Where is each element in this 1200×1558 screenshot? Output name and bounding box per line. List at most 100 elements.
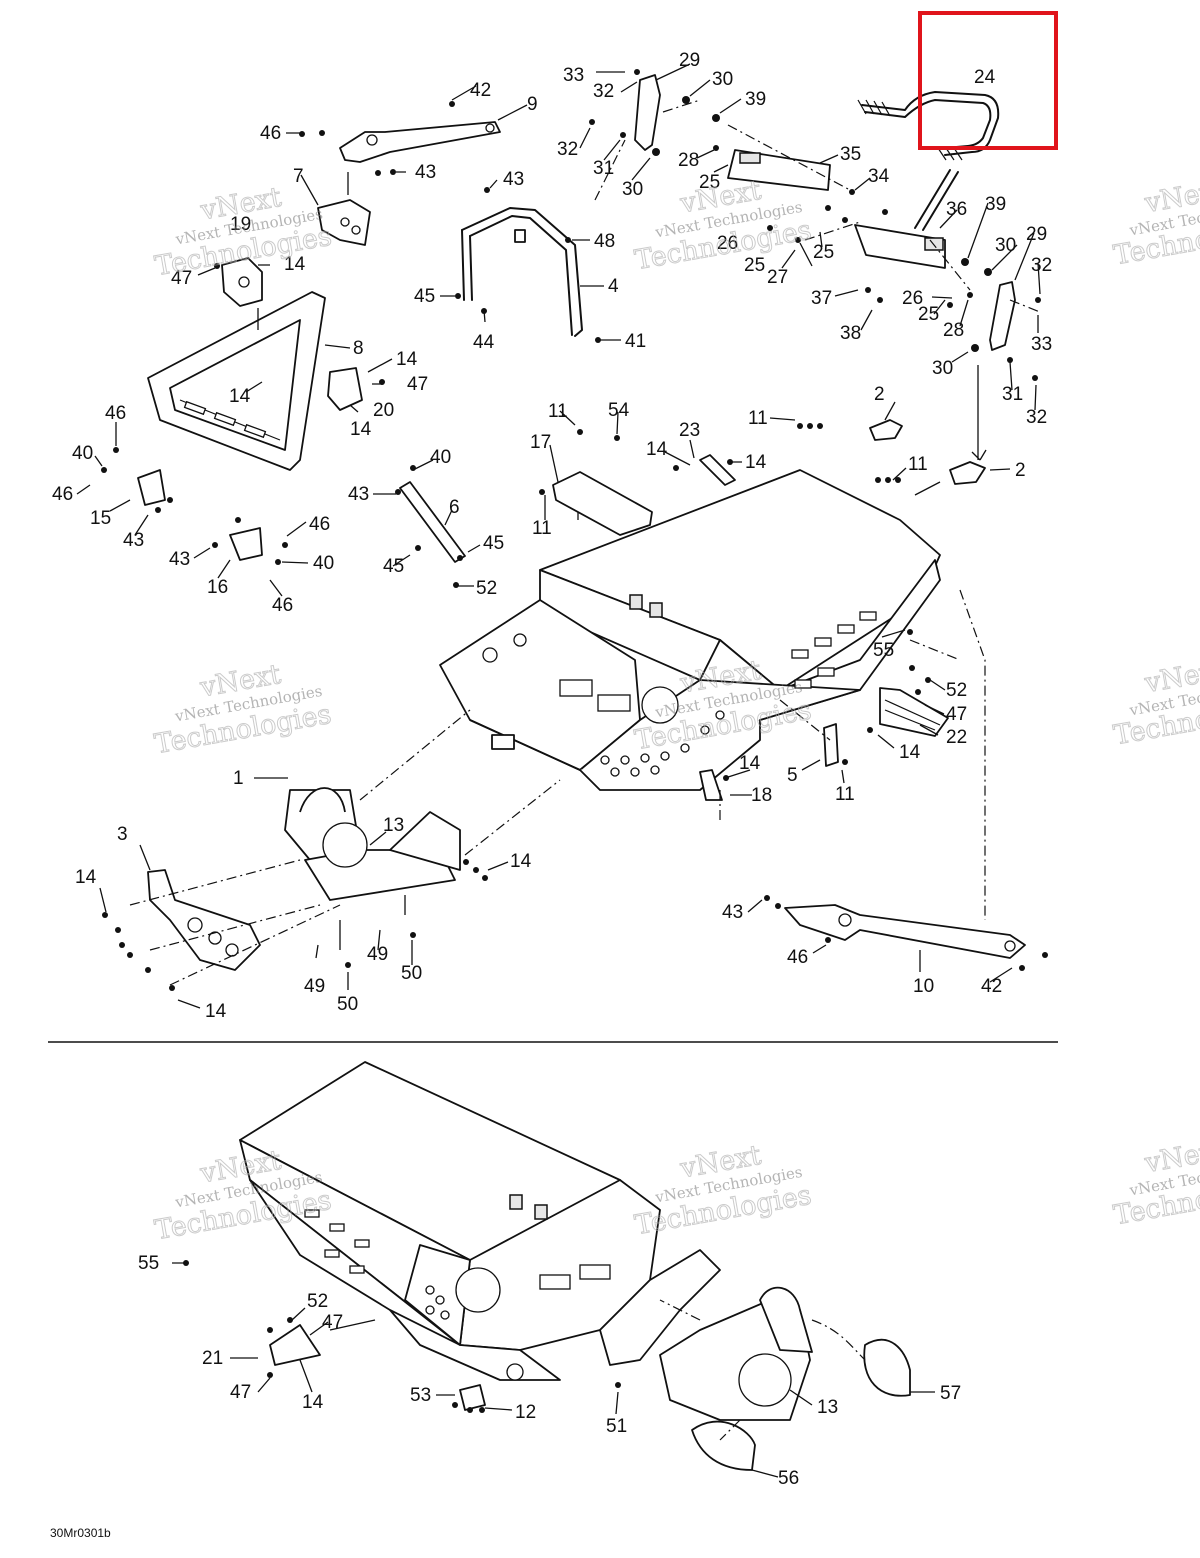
- callout-14: 14: [350, 419, 372, 440]
- callout-14: 14: [899, 742, 921, 763]
- callout-31: 31: [593, 158, 614, 179]
- callout-40: 40: [430, 447, 451, 468]
- callout-41: 41: [625, 331, 646, 352]
- part-1-mount: [284, 787, 461, 901]
- callout-14: 14: [646, 439, 668, 460]
- callout-39: 39: [985, 194, 1006, 215]
- highlight-box: 24: [918, 11, 1058, 150]
- callout-4: 4: [608, 276, 619, 297]
- callout-18: 18: [751, 785, 772, 806]
- part-10-arm: [784, 904, 1026, 959]
- main-frame-tunnel: [439, 469, 941, 791]
- callout-45: 45: [383, 556, 404, 577]
- callout-11: 11: [532, 518, 552, 539]
- callout-43: 43: [503, 169, 524, 190]
- callout-47: 47: [322, 1312, 343, 1333]
- part-18-bracket: [699, 769, 723, 801]
- callout-47: 47: [407, 374, 428, 395]
- callout-57: 57: [940, 1383, 961, 1404]
- callout-55: 55: [873, 640, 894, 661]
- callout-20: 20: [373, 400, 394, 421]
- part-2-clip-upper: [869, 419, 903, 441]
- callout-25: 25: [699, 172, 720, 193]
- callout-14: 14: [745, 452, 767, 473]
- alignment-lines-upper: [129, 99, 1041, 986]
- callout-39: 39: [745, 89, 766, 110]
- callout-15: 15: [90, 508, 111, 529]
- drawing-code: 30Mr0301b: [50, 1526, 111, 1540]
- callout-40: 40: [72, 443, 93, 464]
- part-2-clip-lower: [949, 461, 986, 485]
- callout-26: 26: [902, 288, 923, 309]
- callout-12: 12: [515, 1402, 536, 1423]
- callout-30: 30: [932, 358, 953, 379]
- part-7-bracket: [317, 199, 371, 246]
- callout-9: 9: [527, 94, 538, 115]
- part-20-bracket: [327, 367, 363, 411]
- callout-26: 26: [717, 233, 738, 254]
- callout-52: 52: [476, 578, 497, 599]
- callout-35: 35: [840, 144, 861, 165]
- part-35-plate: [727, 149, 831, 191]
- callout-6: 6: [449, 497, 460, 518]
- callout-48: 48: [594, 231, 615, 252]
- callout-47: 47: [230, 1382, 251, 1403]
- callout-13: 13: [383, 815, 404, 836]
- callout-47: 47: [946, 704, 967, 725]
- part-5-bracket: [823, 723, 839, 767]
- callout-1: 1: [233, 768, 244, 789]
- callout-21: 21: [202, 1348, 223, 1369]
- callout-42: 42: [981, 976, 1002, 997]
- callout-46: 46: [260, 123, 281, 144]
- callout-51: 51: [606, 1416, 627, 1437]
- part-9-arm: [339, 121, 501, 163]
- callout-32: 32: [1026, 407, 1047, 428]
- callout-11: 11: [908, 454, 928, 475]
- callout-3: 3: [117, 824, 128, 845]
- callout-24: 24: [974, 67, 996, 88]
- callout-30: 30: [712, 69, 733, 90]
- callout-25: 25: [918, 304, 939, 325]
- callout-34: 34: [868, 166, 890, 187]
- callout-36: 36: [946, 199, 967, 220]
- callout-32: 32: [557, 139, 578, 160]
- callout-43: 43: [169, 549, 190, 570]
- callout-38: 38: [840, 323, 861, 344]
- callout-25: 25: [813, 242, 834, 263]
- callout-13: 13: [817, 1397, 838, 1418]
- callout-30: 30: [995, 235, 1016, 256]
- fasteners-upper: [101, 69, 1048, 991]
- part-15-bracket: [137, 469, 166, 506]
- column-rod: [914, 169, 959, 231]
- part-4-hoop: [461, 207, 583, 337]
- callout-53: 53: [410, 1385, 431, 1406]
- callout-2: 2: [1015, 460, 1026, 481]
- callout-31: 31: [1002, 384, 1023, 405]
- callout-54: 54: [608, 400, 630, 421]
- part-29-lever-left: [634, 74, 661, 151]
- callout-2: 2: [874, 384, 885, 405]
- callout-50: 50: [337, 994, 358, 1015]
- callout-43: 43: [123, 530, 144, 551]
- callout-29: 29: [1026, 224, 1047, 245]
- callout-46: 46: [105, 403, 126, 424]
- callout-labels: 33 29 32 30 39 32 31 30 28 25 35 34 36 3…: [52, 50, 1052, 1489]
- callout-14: 14: [739, 753, 761, 774]
- callout-46: 46: [309, 514, 330, 535]
- callout-45: 45: [414, 286, 435, 307]
- callout-23: 23: [679, 420, 700, 441]
- callout-14: 14: [75, 867, 97, 888]
- callout-56: 56: [778, 1468, 799, 1489]
- callout-52: 52: [307, 1291, 328, 1312]
- callout-55: 55: [138, 1253, 159, 1274]
- callout-14: 14: [229, 386, 251, 407]
- callout-50: 50: [401, 963, 422, 984]
- part-22-footrest: [879, 687, 949, 737]
- callout-14: 14: [396, 349, 418, 370]
- callout-14: 14: [284, 254, 306, 275]
- callout-49: 49: [367, 944, 388, 965]
- callout-30: 30: [622, 179, 643, 200]
- callout-14: 14: [302, 1392, 324, 1413]
- callout-16: 16: [207, 577, 228, 598]
